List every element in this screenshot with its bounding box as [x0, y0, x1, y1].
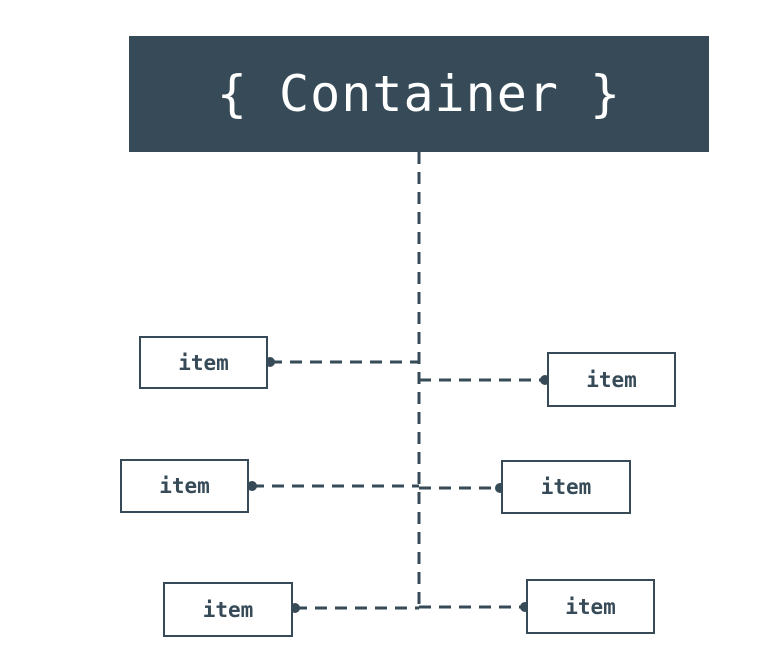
item-label: item [586, 367, 637, 392]
item-node-right-3: item [526, 579, 655, 634]
connector-dot-left-2 [247, 481, 257, 491]
item-label: item [202, 597, 254, 622]
item-node-left-1: item [139, 336, 268, 389]
item-node-left-3: item [163, 582, 293, 637]
container-title: { Container } [216, 65, 622, 123]
item-label: item [159, 474, 210, 498]
item-node-right-2: item [501, 460, 631, 514]
item-node-right-1: item [547, 352, 676, 407]
container-node: { Container } [129, 36, 709, 152]
item-label: item [540, 475, 592, 499]
item-node-left-2: item [120, 459, 249, 513]
item-label: item [178, 350, 229, 375]
item-label: item [565, 594, 616, 619]
